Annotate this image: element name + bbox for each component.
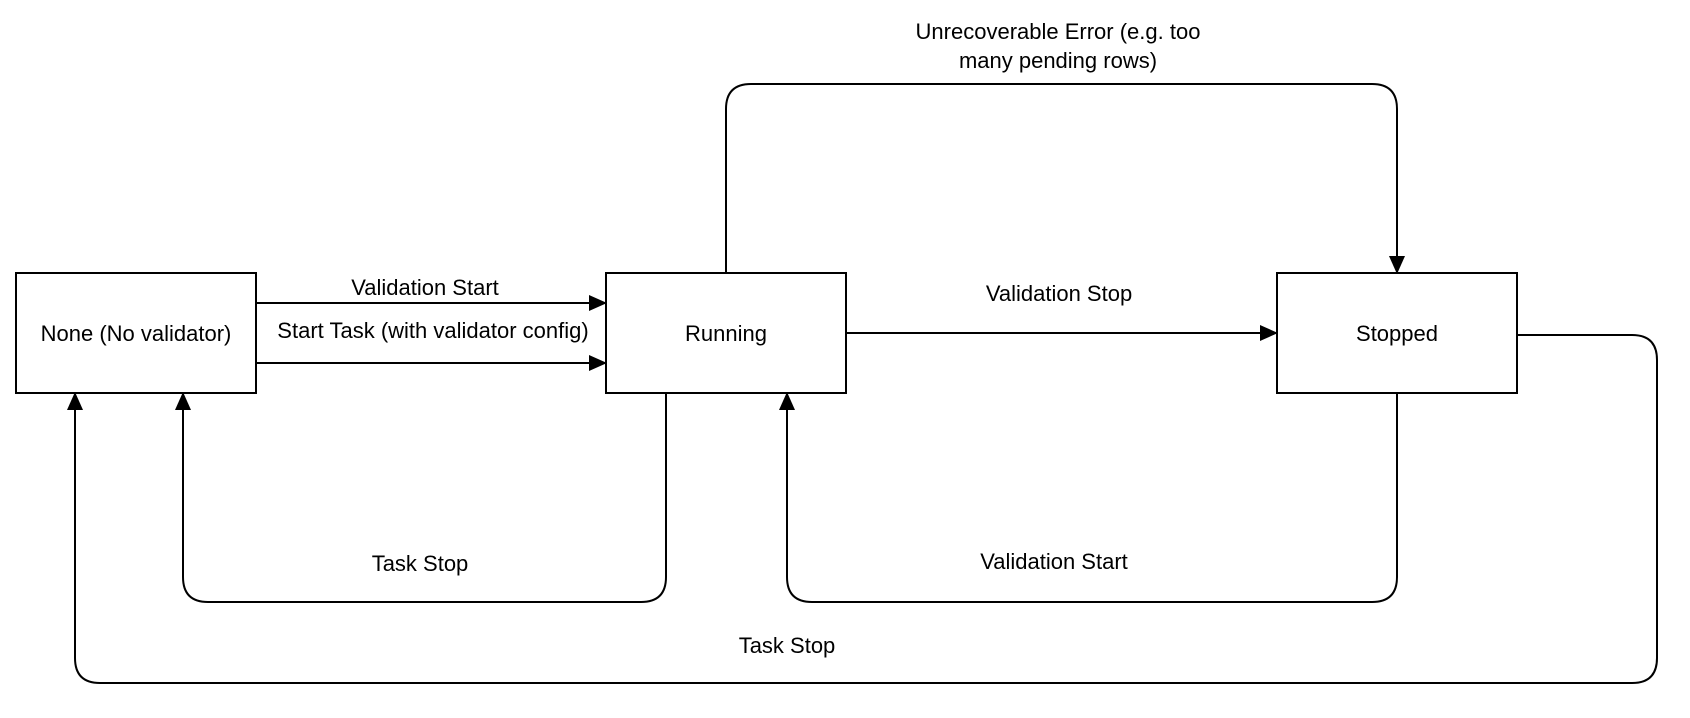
edge-label-task-stop-outer: Task Stop — [739, 633, 836, 658]
edge-stopped-to-running-validation-start — [779, 392, 1398, 603]
state-stopped-label: Stopped — [1356, 321, 1438, 346]
state-running: Running — [605, 272, 847, 394]
edge-stopped-to-none-task-stop — [67, 334, 1658, 684]
state-none-label: None (No validator) — [41, 321, 232, 346]
state-none: None (No validator) — [15, 272, 257, 394]
edge-label-validation-stop: Validation Stop — [986, 281, 1132, 306]
edge-running-to-stopped-unrecoverable-error — [725, 83, 1405, 274]
state-stopped-box — [1276, 272, 1518, 394]
edge-running-to-none-task-stop — [175, 392, 667, 603]
state-running-box — [605, 272, 847, 394]
edge-label-unrecoverable-error-line1: Unrecoverable Error (e.g. too — [916, 19, 1201, 44]
edge-label-task-stop-inner: Task Stop — [372, 551, 469, 576]
edge-label-unrecoverable-error-line2: many pending rows) — [959, 48, 1157, 73]
state-running-label: Running — [685, 321, 767, 346]
edge-label-validation-start-bottom: Validation Start — [980, 549, 1128, 574]
state-none-box — [15, 272, 257, 394]
state-stopped: Stopped — [1276, 272, 1518, 394]
edge-label-start-task: Start Task (with validator config) — [277, 318, 588, 343]
edge-label-validation-start-top: Validation Start — [351, 275, 499, 300]
